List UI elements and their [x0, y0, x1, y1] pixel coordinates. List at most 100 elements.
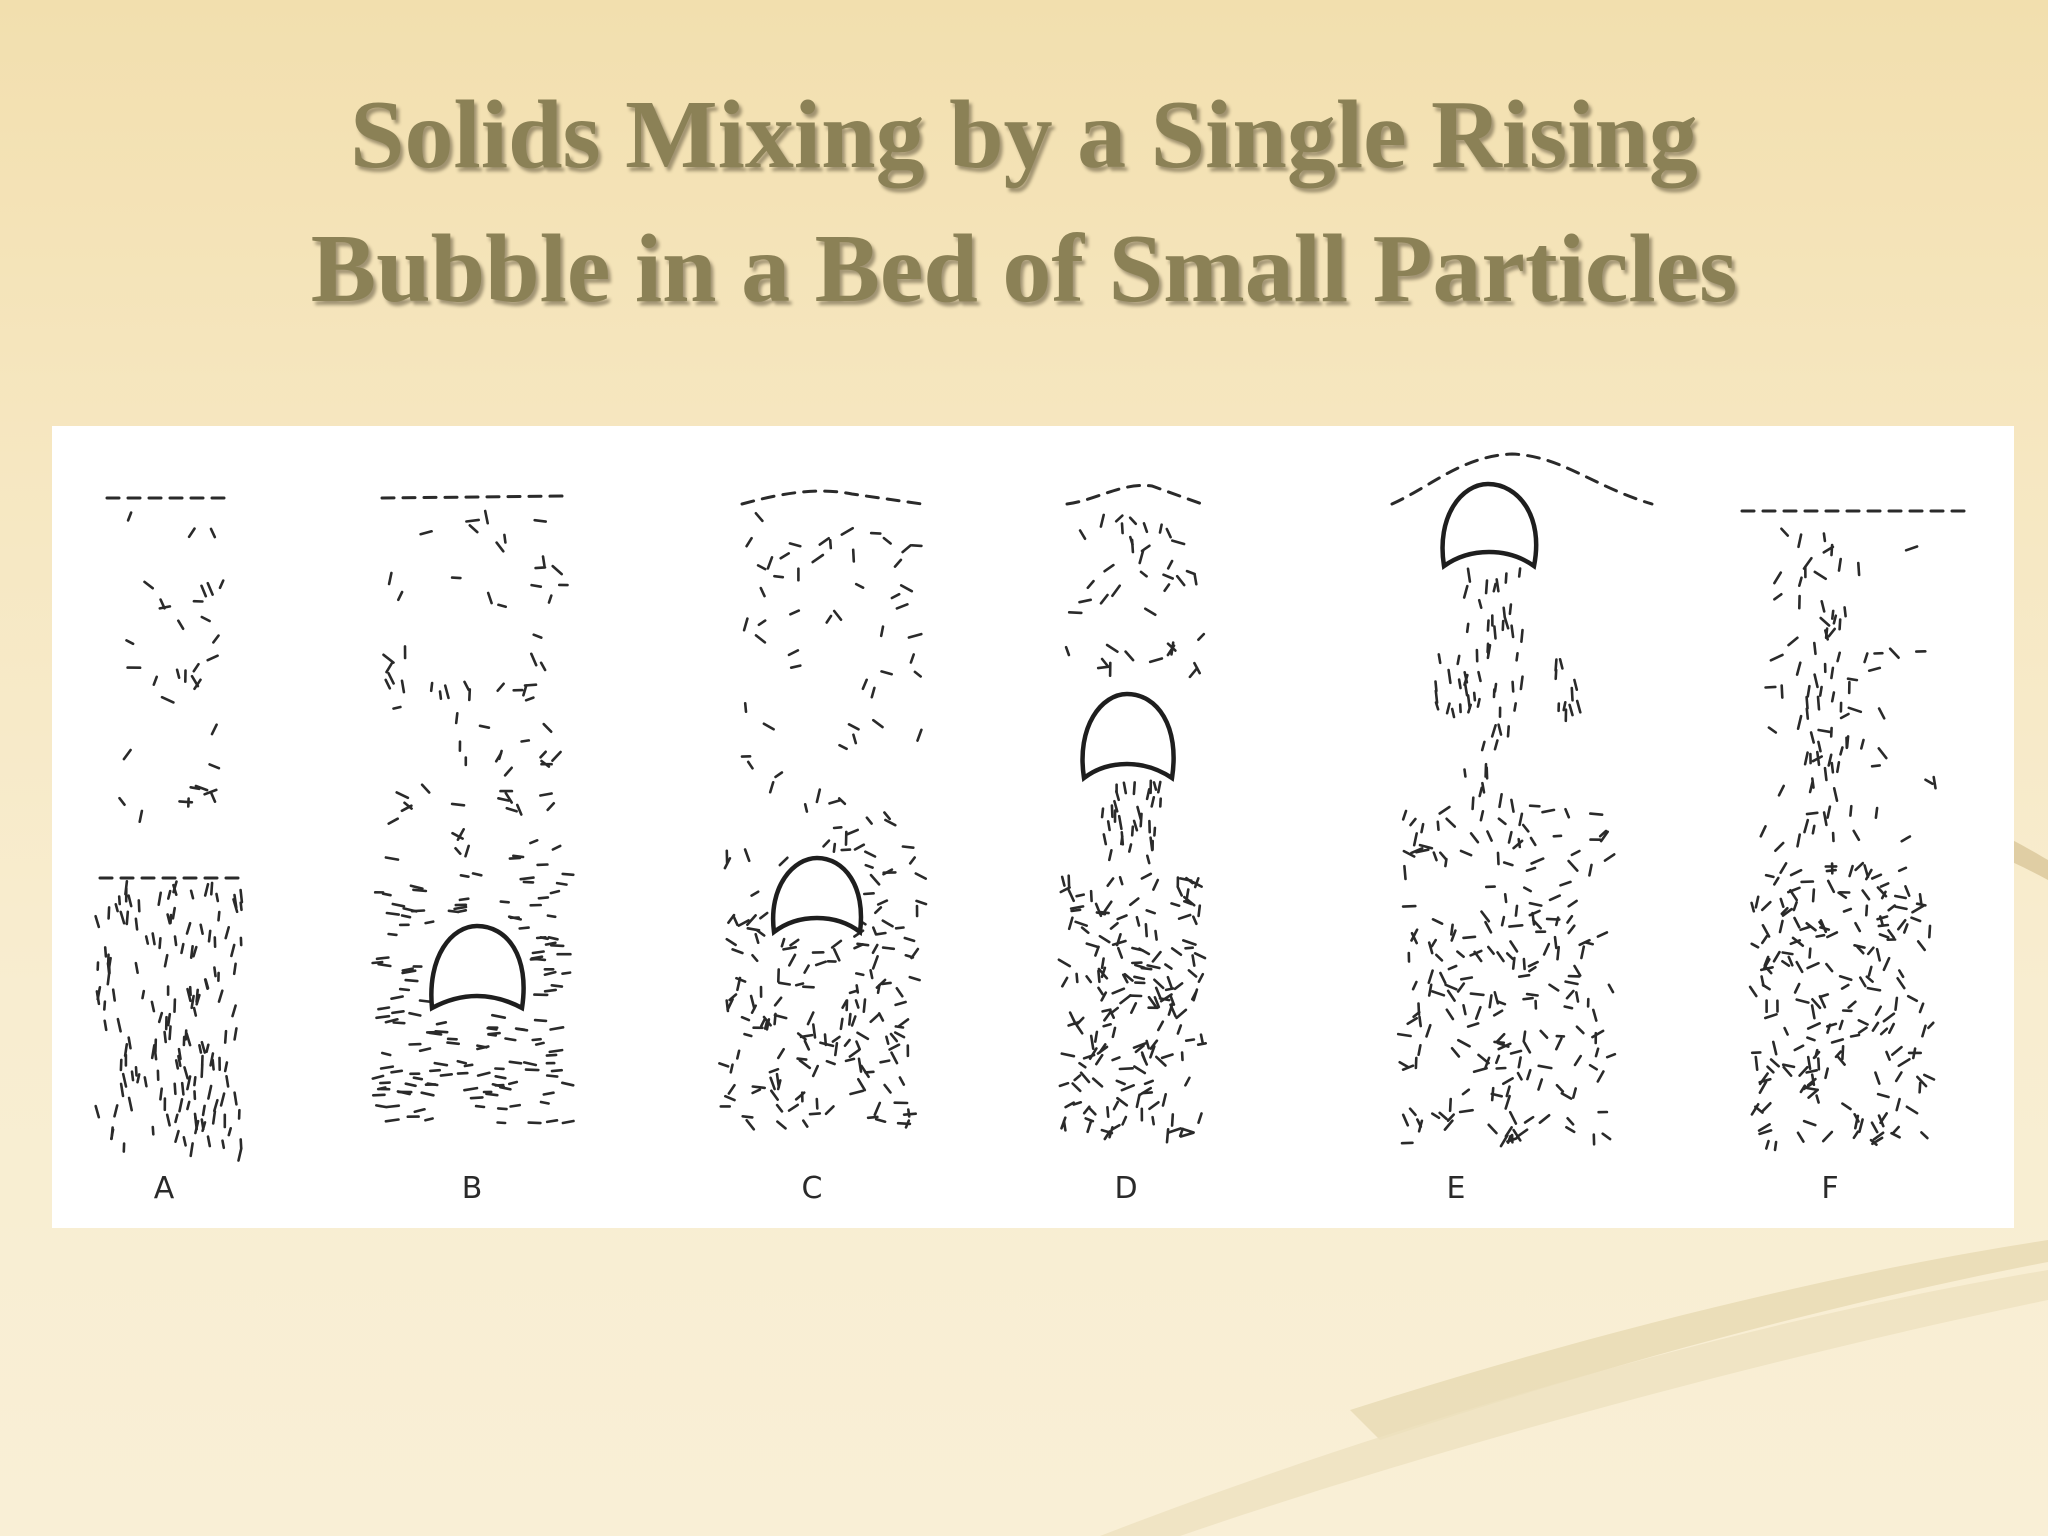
particle-dash	[1754, 1055, 1759, 1072]
particle-dash	[1098, 910, 1110, 915]
particle-dash	[371, 1074, 385, 1080]
particle-dash	[1398, 1060, 1410, 1069]
particle-dash	[137, 899, 141, 913]
bubbles	[429, 481, 1539, 1012]
particle-dash	[899, 584, 914, 593]
particle-dash	[1165, 1127, 1170, 1144]
particle-dash	[1103, 900, 1113, 913]
particle-dash	[1111, 987, 1126, 995]
particle-dash	[1462, 1003, 1467, 1016]
particle-dash	[1188, 667, 1199, 679]
particle-dash	[881, 946, 896, 951]
particle-dash	[882, 868, 894, 876]
particle-dash	[1848, 864, 1854, 878]
particle-dash	[446, 1037, 458, 1041]
particle-dash	[497, 603, 508, 609]
particle-dash	[398, 987, 411, 992]
particle-dash	[117, 895, 121, 906]
particle-dash	[1148, 1100, 1160, 1111]
particle-dash	[1153, 995, 1161, 1009]
particle-dash	[1502, 861, 1514, 867]
particle-dash	[1403, 864, 1407, 881]
particle-dash	[1854, 1114, 1860, 1130]
particle-dash	[898, 1076, 906, 1086]
particle-dash	[1088, 1047, 1098, 1061]
particle-dash	[1860, 738, 1865, 750]
particle-dash	[1495, 578, 1500, 593]
particle-dash	[561, 971, 572, 976]
particle-dash	[1110, 1123, 1121, 1131]
particle-dash	[1795, 998, 1810, 1004]
particle-dash	[1487, 1123, 1498, 1135]
particle-dash	[1503, 892, 1508, 904]
particle-dash	[1778, 919, 1784, 934]
particle-dash	[151, 1125, 155, 1136]
particle-dash	[106, 961, 111, 974]
particle-dash	[796, 1057, 808, 1061]
particle-dash	[543, 988, 558, 993]
particle-dash	[1573, 678, 1579, 692]
particle-dash	[1793, 982, 1801, 994]
particle-dash	[1894, 894, 1907, 900]
particle-dash	[1094, 1030, 1099, 1043]
particle-dash	[1916, 1075, 1928, 1088]
particle-dash	[1089, 889, 1093, 903]
particle-dash	[206, 581, 214, 596]
particle-dash	[1401, 1064, 1415, 1072]
particle-dash	[404, 1082, 417, 1088]
particle-dash	[1450, 1046, 1461, 1058]
particle-dash	[1493, 990, 1500, 1005]
particle-dash	[871, 926, 878, 936]
particle-dash	[1530, 857, 1545, 865]
particle-dash	[1825, 962, 1834, 973]
particle-dash	[1832, 786, 1839, 803]
particle-dash	[514, 1027, 526, 1032]
particle-dash	[735, 976, 747, 983]
particle-dash	[754, 932, 760, 945]
particle-dash	[1822, 545, 1835, 554]
particle-dash	[111, 988, 117, 1002]
particle-dash	[433, 1061, 449, 1067]
particle-dash	[157, 891, 162, 907]
particle-dash	[1153, 826, 1157, 837]
particle-dash	[1506, 725, 1510, 738]
particle-dash	[823, 1033, 828, 1047]
particle-dash	[545, 1053, 558, 1057]
particle-dash	[1508, 923, 1524, 928]
particle-dash	[1408, 1107, 1417, 1117]
particle-dash	[487, 1031, 501, 1036]
particle-dash	[219, 1092, 226, 1107]
particle-dash	[1928, 924, 1932, 939]
particle-dash	[1445, 1008, 1455, 1021]
particle-dash	[210, 723, 218, 736]
particle-dash	[1184, 1076, 1191, 1087]
particle-dash	[524, 1068, 540, 1072]
particle-dash	[1754, 895, 1760, 909]
particle-dash	[1120, 522, 1124, 535]
particle-dash	[889, 1032, 899, 1043]
particle-dash	[1448, 1097, 1452, 1113]
particle-dash	[468, 524, 479, 534]
particle-dash	[1103, 1010, 1112, 1022]
particle-dash	[1450, 707, 1456, 719]
particle-dash	[844, 1057, 856, 1063]
particle-dash	[1566, 1116, 1575, 1126]
particle-dash	[127, 894, 133, 908]
particle-dash	[1526, 1068, 1532, 1081]
particle-dash	[396, 590, 404, 602]
particle-dash	[1806, 1055, 1812, 1071]
particle-dash	[1191, 991, 1198, 1001]
particle-dash	[439, 1072, 454, 1077]
particle-dash	[1183, 899, 1193, 906]
particle-dash	[1163, 583, 1171, 592]
particle-dash	[193, 1112, 198, 1126]
particle-dash	[1059, 886, 1071, 894]
particle-dash	[1840, 983, 1850, 990]
particle-dash	[787, 1103, 800, 1112]
particle-dash	[840, 526, 855, 536]
particle-dash	[1780, 684, 1784, 699]
particle-dash	[1140, 872, 1153, 880]
particle-dash	[1060, 875, 1066, 887]
particle-dash	[1070, 908, 1082, 913]
particle-dash	[1863, 864, 1870, 879]
